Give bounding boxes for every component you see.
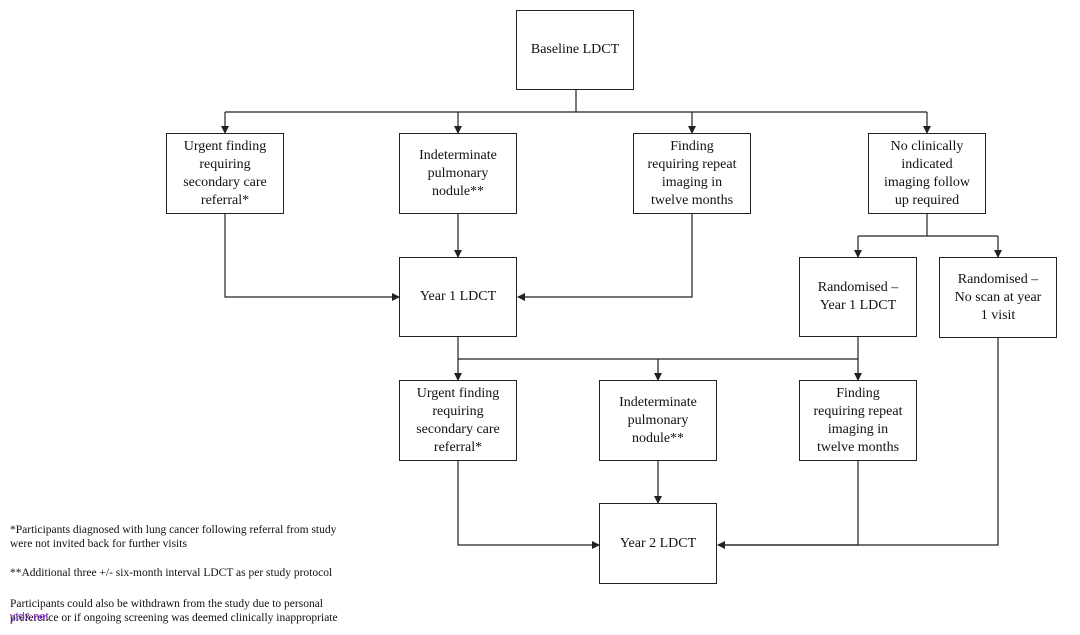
year1-ldct-label: Year 1 LDCT <box>419 289 497 304</box>
baseline-repeat-imaging-box: Finding requiring repeat imaging in twel… <box>633 133 751 214</box>
year1-indeterminate-nodule-label: Indeterminate pulmonary nodule** <box>619 394 697 446</box>
year2-ldct-label: Year 2 LDCT <box>619 535 697 551</box>
baseline-repeat-imaging-label: Finding requiring repeat imaging in twel… <box>647 138 737 208</box>
watermark: ytdx.net <box>10 611 49 623</box>
baseline-urgent-finding-box: Urgent finding requiring secondary care … <box>166 133 284 214</box>
footnote-interval-ldct: **Additional three +/- six-month interva… <box>10 567 333 579</box>
baseline-ldct-box: Baseline LDCT <box>516 10 634 90</box>
footnote-withdrawal: Participants could also be withdrawn fro… <box>10 598 338 624</box>
baseline-ldct-label: Baseline LDCT <box>530 42 620 57</box>
arrow-noscan-to-year2 <box>717 338 999 549</box>
year1-ldct-box: Year 1 LDCT <box>399 257 517 337</box>
year1-indeterminate-nodule-box: Indeterminate pulmonary nodule** <box>599 380 717 461</box>
no-followup-box: No clinically indicated imaging follow u… <box>868 133 986 214</box>
baseline-urgent-finding-label: Urgent finding requiring secondary care … <box>183 138 267 208</box>
randomised-year1-box: Randomised – Year 1 LDCT <box>799 257 917 337</box>
year1-repeat-imaging-label: Finding requiring repeat imaging in twel… <box>813 385 903 455</box>
baseline-indeterminate-nodule-label: Indeterminate pulmonary nodule** <box>419 147 497 199</box>
randomised-no-scan-box: Randomised – No scan at year 1 visit <box>939 257 1057 338</box>
arrow-urgent-to-year1 <box>224 214 400 301</box>
year1-repeat-imaging-box: Finding requiring repeat imaging in twel… <box>799 380 917 461</box>
year1-urgent-finding-label: Urgent finding requiring secondary care … <box>416 385 500 455</box>
arrow-finding-to-year1 <box>517 214 693 301</box>
baseline-indeterminate-nodule-box: Indeterminate pulmonary nodule** <box>399 133 517 214</box>
footnote-referral: *Participants diagnosed with lung cancer… <box>10 524 337 550</box>
no-followup-label: No clinically indicated imaging follow u… <box>884 138 970 208</box>
year2-ldct-box: Year 2 LDCT <box>599 503 717 584</box>
year1-urgent-finding-box: Urgent finding requiring secondary care … <box>399 380 517 461</box>
y1-finding-to-year2-line <box>718 461 859 546</box>
randomised-year1-label: Randomised – Year 1 LDCT <box>817 280 899 313</box>
arrow-y1-urgent-to-year2 <box>457 461 600 549</box>
randomised-no-scan-label: Randomised – No scan at year 1 visit <box>954 271 1042 323</box>
